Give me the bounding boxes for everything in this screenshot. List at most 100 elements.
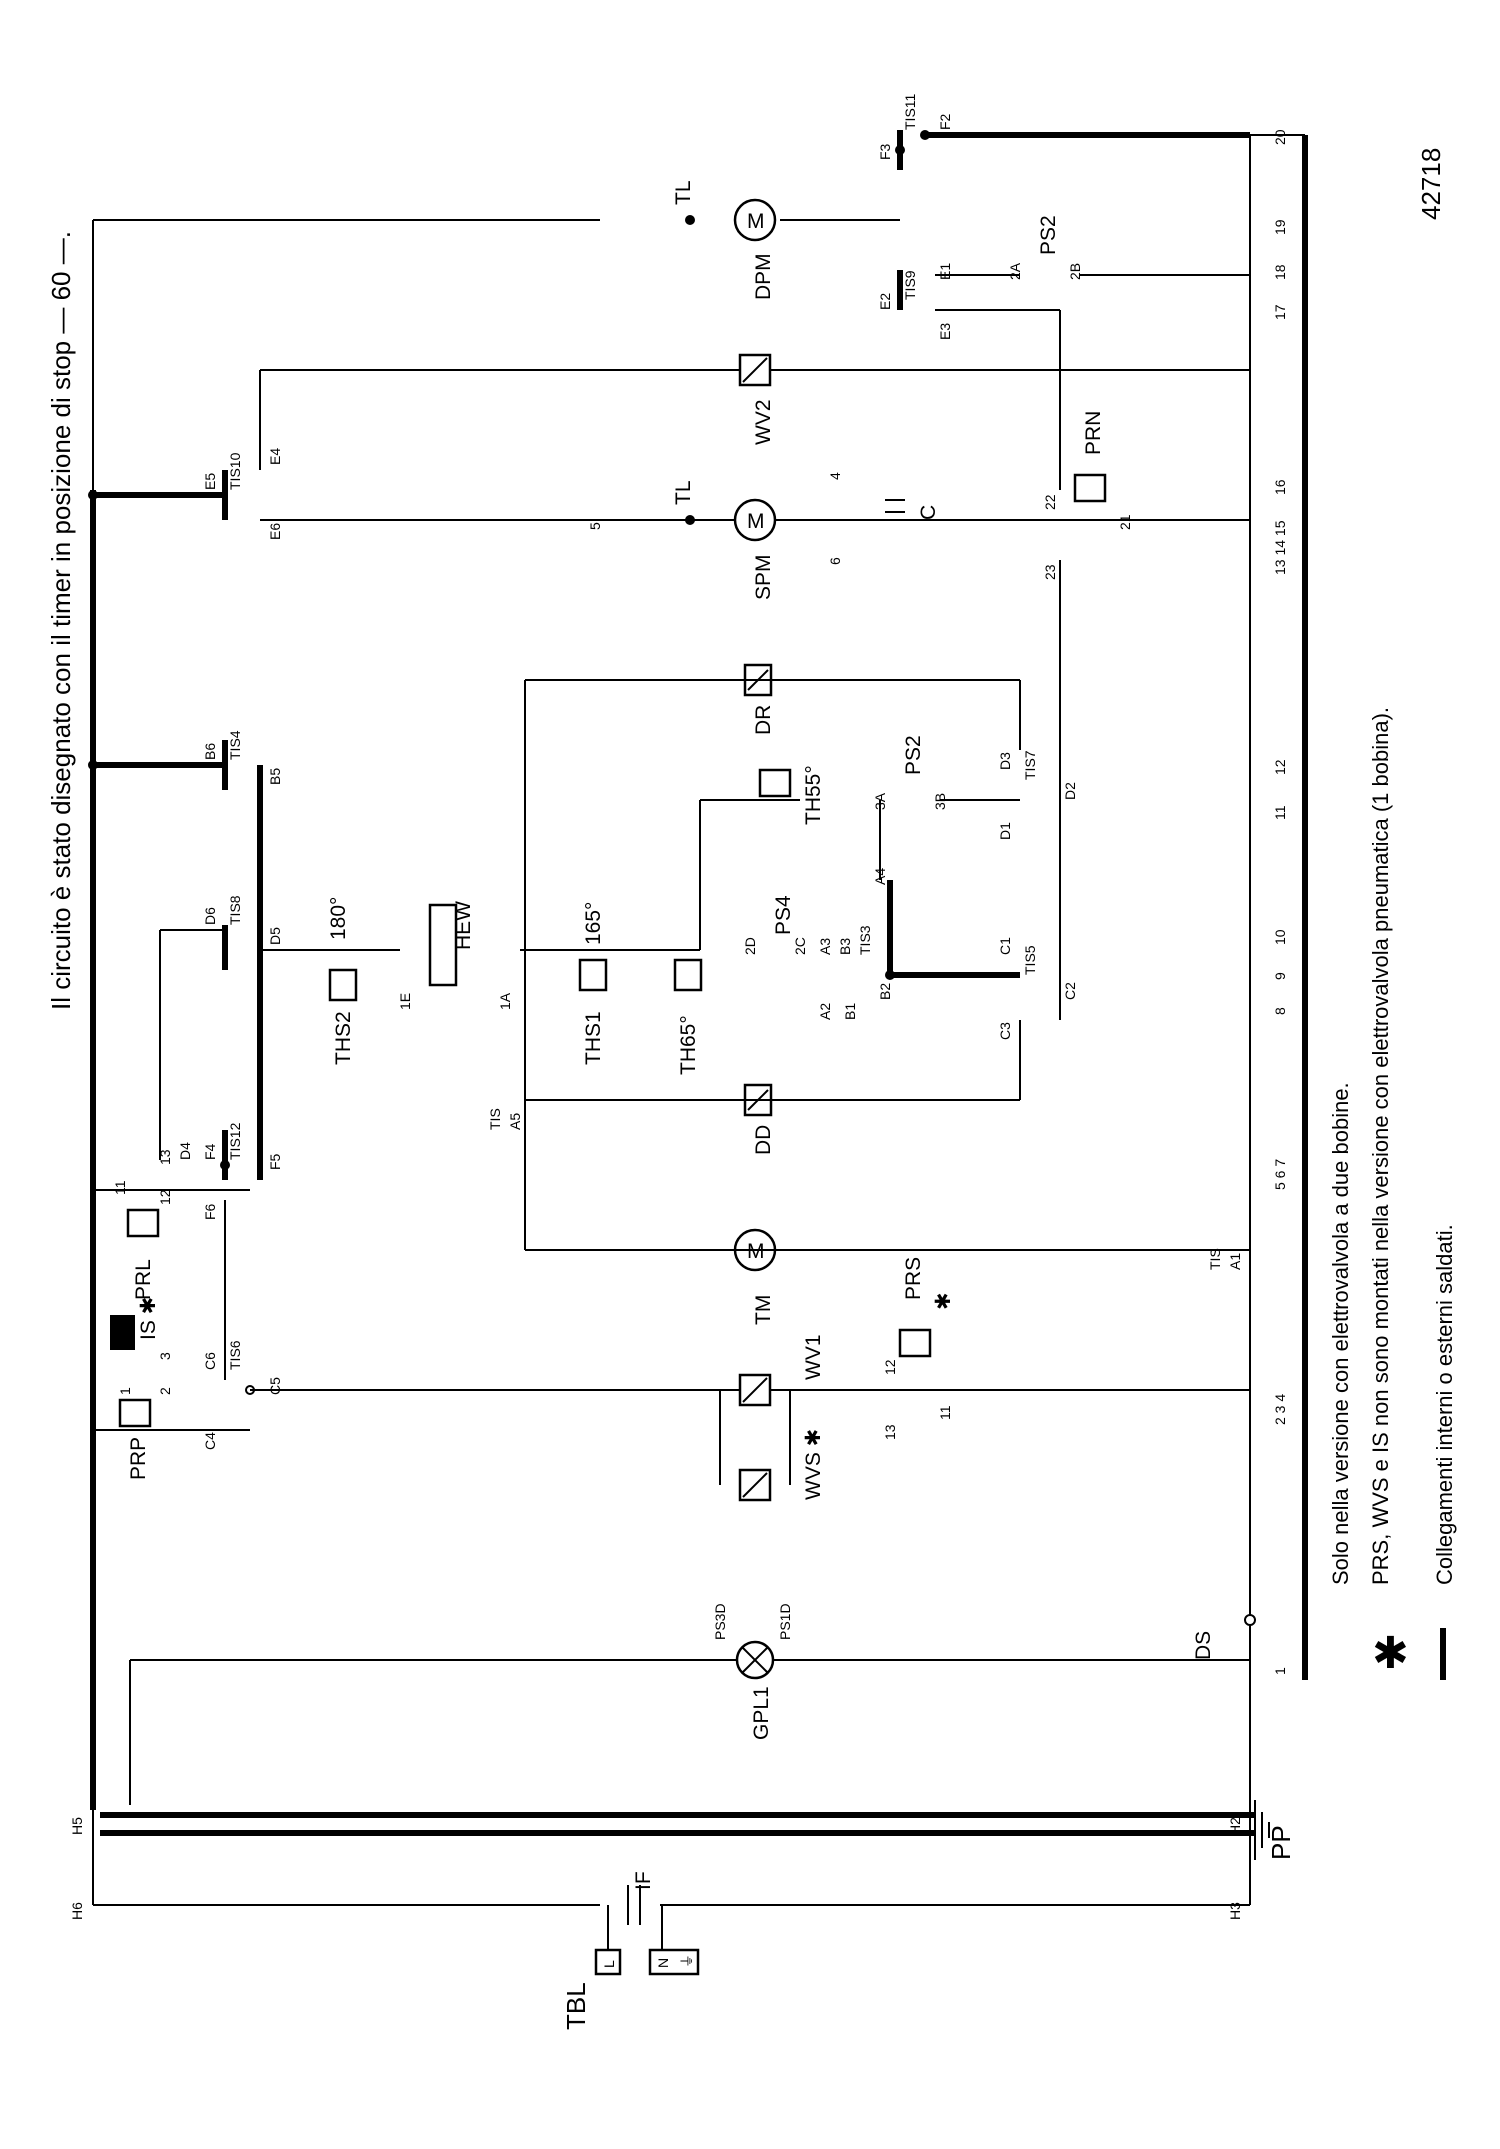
junction-dot xyxy=(88,760,98,770)
svg-text:D3: D3 xyxy=(997,752,1013,770)
svg-text:1: 1 xyxy=(117,1387,133,1395)
contact-tis8: D6 TIS8 D5 xyxy=(202,895,283,970)
contact-tis6: C4 C6 TIS6 C5 xyxy=(202,1340,283,1450)
svg-text:PRS: PRS xyxy=(902,1257,925,1300)
svg-text:D5: D5 xyxy=(267,927,283,945)
thermostat-ths2: THS2 180° xyxy=(327,897,358,1065)
svg-text:A2: A2 xyxy=(817,1003,833,1020)
thermostat-th55: TH55° xyxy=(758,765,825,825)
pressure-switch-prs: PRS ✱ 12 13 11 xyxy=(882,1257,955,1440)
contact-tis5: C1 TIS5 C3 C2 xyxy=(997,937,1078,1040)
svg-text:B6: B6 xyxy=(202,743,218,760)
svg-text:C6: C6 xyxy=(202,1352,218,1370)
svg-text:PS4: PS4 xyxy=(772,895,795,935)
svg-text:DS: DS xyxy=(1192,1631,1215,1660)
svg-text:3B: 3B xyxy=(932,793,948,810)
terminal-2-3-4: 2 3 4 xyxy=(1272,1394,1288,1425)
terminal-17: 17 xyxy=(1272,304,1288,320)
junction-dot xyxy=(685,515,695,525)
svg-text:E3: E3 xyxy=(937,323,953,340)
junction-dot xyxy=(885,970,895,980)
svg-text:F2: F2 xyxy=(937,113,953,130)
svg-text:2: 2 xyxy=(157,1387,173,1395)
interlock-is: IS ✱ 3 xyxy=(110,1297,173,1360)
svg-text:PS2: PS2 xyxy=(902,735,925,775)
junction-dot xyxy=(220,1160,230,1170)
svg-text:11: 11 xyxy=(937,1405,953,1420)
indicator-lamp: GPL1 xyxy=(735,1640,775,1740)
svg-text:C1: C1 xyxy=(997,937,1013,955)
thermostat-th65: TH65° xyxy=(673,958,703,1075)
terminal-18: 18 xyxy=(1272,264,1288,280)
timer-motor: M TM xyxy=(733,1228,777,1325)
svg-text:TIS7: TIS7 xyxy=(1022,750,1038,780)
note-1-line-2: PRS, WVS e IS non sono montati nella ver… xyxy=(1368,707,1393,1585)
svg-text:B3: B3 xyxy=(837,938,853,955)
svg-text:12: 12 xyxy=(882,1359,898,1375)
supply-label: TBL xyxy=(561,1982,591,2030)
interference-filter: IF xyxy=(627,1871,655,1925)
pin-tis-a5-b: A5 xyxy=(507,1113,523,1130)
svg-text:2D: 2D xyxy=(742,937,758,955)
pin-ps1d: PS1D xyxy=(777,1603,793,1640)
header-note: Il circuito è stato disegnato con il tim… xyxy=(46,231,76,1010)
svg-text:C3: C3 xyxy=(997,1022,1013,1040)
terminal-12: 12 xyxy=(1272,759,1288,775)
pin-h2: H2 xyxy=(1227,1817,1243,1835)
svg-text:21: 21 xyxy=(1117,514,1133,530)
svg-text:L: L xyxy=(601,1960,617,1968)
terminal-9: 9 xyxy=(1272,972,1288,980)
svg-text:D4: D4 xyxy=(177,1142,193,1160)
svg-text:B5: B5 xyxy=(267,768,283,785)
svg-text:DPM: DPM xyxy=(752,253,775,300)
svg-text:12: 12 xyxy=(157,1189,173,1205)
svg-text:C4: C4 xyxy=(202,1432,218,1450)
terminal-19: 19 xyxy=(1272,219,1288,235)
svg-text:IF: IF xyxy=(632,1871,655,1890)
valve-wv2: WV2 xyxy=(738,353,775,445)
terminal-11: 11 xyxy=(1272,805,1288,820)
svg-text:B1: B1 xyxy=(842,1003,858,1020)
svg-text:TIS5: TIS5 xyxy=(1022,945,1038,975)
svg-text:TIS6: TIS6 xyxy=(227,1340,243,1370)
contact-tis3: B3 TIS3 A2 B1 B2 xyxy=(817,925,893,1020)
terminal-13-14-15: 13 14 15 xyxy=(1272,520,1288,575)
svg-text:TH65°: TH65° xyxy=(677,1015,700,1075)
spray-motor: M SPM 5 6 4 xyxy=(587,472,843,600)
svg-text:THS1: THS1 xyxy=(582,1011,605,1065)
svg-text:180°: 180° xyxy=(327,897,350,940)
drain-motor: M DPM xyxy=(733,198,777,300)
pin-h6: H6 xyxy=(69,1902,85,1920)
junction-dot xyxy=(895,145,905,155)
svg-text:C2: C2 xyxy=(1062,982,1078,1000)
svg-text:TH55°: TH55° xyxy=(802,765,825,825)
svg-text:PP: PP xyxy=(1266,1825,1296,1860)
thermostat-ths1: THS1 165° xyxy=(578,902,608,1065)
svg-text:F3: F3 xyxy=(877,143,893,160)
svg-text:N: N xyxy=(655,1958,671,1968)
svg-text:165°: 165° xyxy=(582,902,605,945)
svg-text:PRP: PRP xyxy=(127,1437,150,1480)
svg-text:TL: TL xyxy=(672,180,695,205)
svg-text:TIS9: TIS9 xyxy=(902,270,918,300)
svg-text:22: 22 xyxy=(1042,494,1058,510)
svg-text:B2: B2 xyxy=(877,983,893,1000)
valve-wvs: WVS ✱ xyxy=(738,1429,825,1502)
pressure-switch-prp: PRP 1 2 xyxy=(117,1387,173,1480)
svg-text:THS2: THS2 xyxy=(332,1011,355,1065)
pin-ps3d: PS3D xyxy=(712,1603,728,1640)
svg-text:1A: 1A xyxy=(497,992,513,1010)
svg-text:D2: D2 xyxy=(1062,782,1078,800)
svg-text:GPL1: GPL1 xyxy=(750,1686,773,1740)
svg-text:E2: E2 xyxy=(877,293,893,310)
note-1-line-1: Solo nella versione con elettrovalvola a… xyxy=(1328,1082,1353,1585)
dispenser-dd: DD xyxy=(743,1083,775,1155)
contact-tis12: D4 F4 TIS12 F6 F5 xyxy=(177,1122,283,1220)
door-switch: DS xyxy=(1192,1614,1256,1660)
pressure-switch-prl: PRL 11 12 13 xyxy=(112,1149,173,1300)
pressure-switch-prn: PRN 22 21 23 xyxy=(1042,411,1133,580)
svg-text:M: M xyxy=(747,210,765,233)
terminal-1: 1 xyxy=(1272,1667,1288,1675)
